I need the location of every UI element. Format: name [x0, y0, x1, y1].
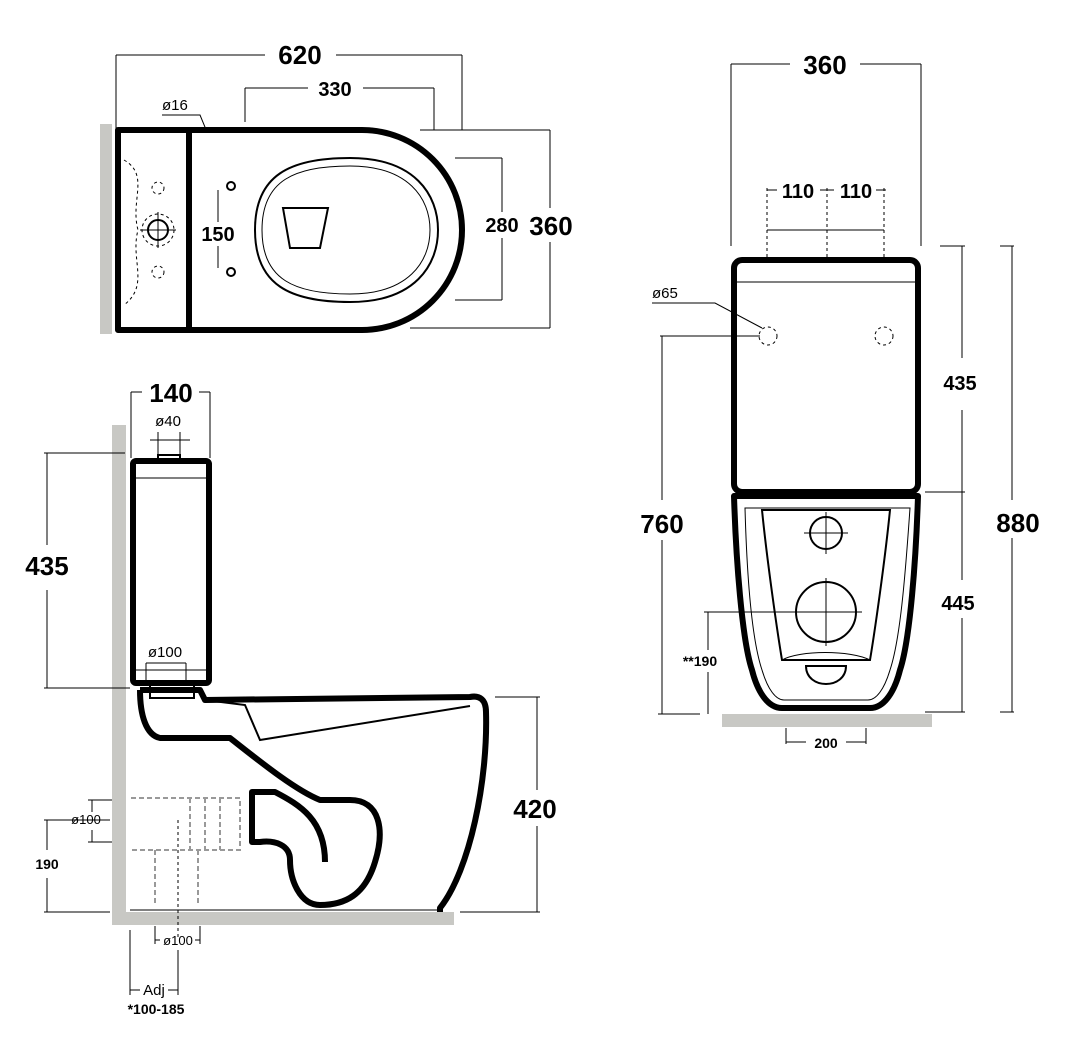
front-view: 360 110 110 ø65 435 [640, 50, 1039, 751]
side-view-wall [112, 425, 126, 925]
side-adj-range-label: *100-185 [128, 1001, 185, 1017]
side-pan-outline [137, 687, 490, 912]
side-outlet-height-label: 190 [35, 856, 59, 872]
front-cistern-height-label: 435 [943, 373, 976, 395]
top-pan-length-label: 330 [318, 79, 351, 101]
side-vertical-outlet-label: ø100 [163, 933, 193, 948]
side-view: 140 ø40 435 ø100 ø100 [25, 378, 556, 1017]
top-view-wall [100, 124, 112, 334]
front-outlet-height-label: **190 [683, 653, 717, 669]
top-depth-label: 360 [529, 211, 572, 241]
side-cistern-height-label: 435 [25, 551, 68, 581]
front-button-offset-left-label: 110 [782, 181, 814, 203]
top-pan-outline [115, 127, 465, 333]
side-adj-label: Adj [143, 982, 165, 999]
front-pan-height-label: 445 [941, 593, 974, 615]
front-floor [722, 714, 932, 727]
front-total-height-label: 880 [996, 508, 1039, 538]
front-width-label: 360 [803, 50, 846, 80]
front-cistern [731, 257, 921, 495]
top-fixing-hole-label: ø16 [162, 97, 188, 114]
top-rim-width-label: 280 [485, 215, 518, 237]
front-base-width-label: 200 [814, 735, 838, 751]
side-view-floor [112, 912, 454, 925]
side-flush-outlet-label: ø100 [148, 644, 182, 661]
top-width-label: 620 [278, 40, 321, 70]
side-pan-height-label: 420 [513, 794, 556, 824]
side-button-hole-label: ø40 [155, 413, 181, 430]
front-inlet-hole-label: ø65 [652, 285, 678, 302]
top-view: 620 330 ø16 150 280 [100, 40, 573, 334]
top-fixing-spacing-label: 150 [201, 224, 234, 246]
front-inlet-hole-right [874, 326, 894, 346]
front-inlet-hole-left [758, 326, 778, 346]
top-fixing-hole-1 [226, 181, 236, 191]
side-cistern-width-label: 140 [149, 378, 192, 408]
front-inlet-height-label: 760 [640, 509, 683, 539]
top-fixing-hole-2 [226, 267, 236, 277]
front-button-offset-right-label: 110 [840, 181, 872, 203]
